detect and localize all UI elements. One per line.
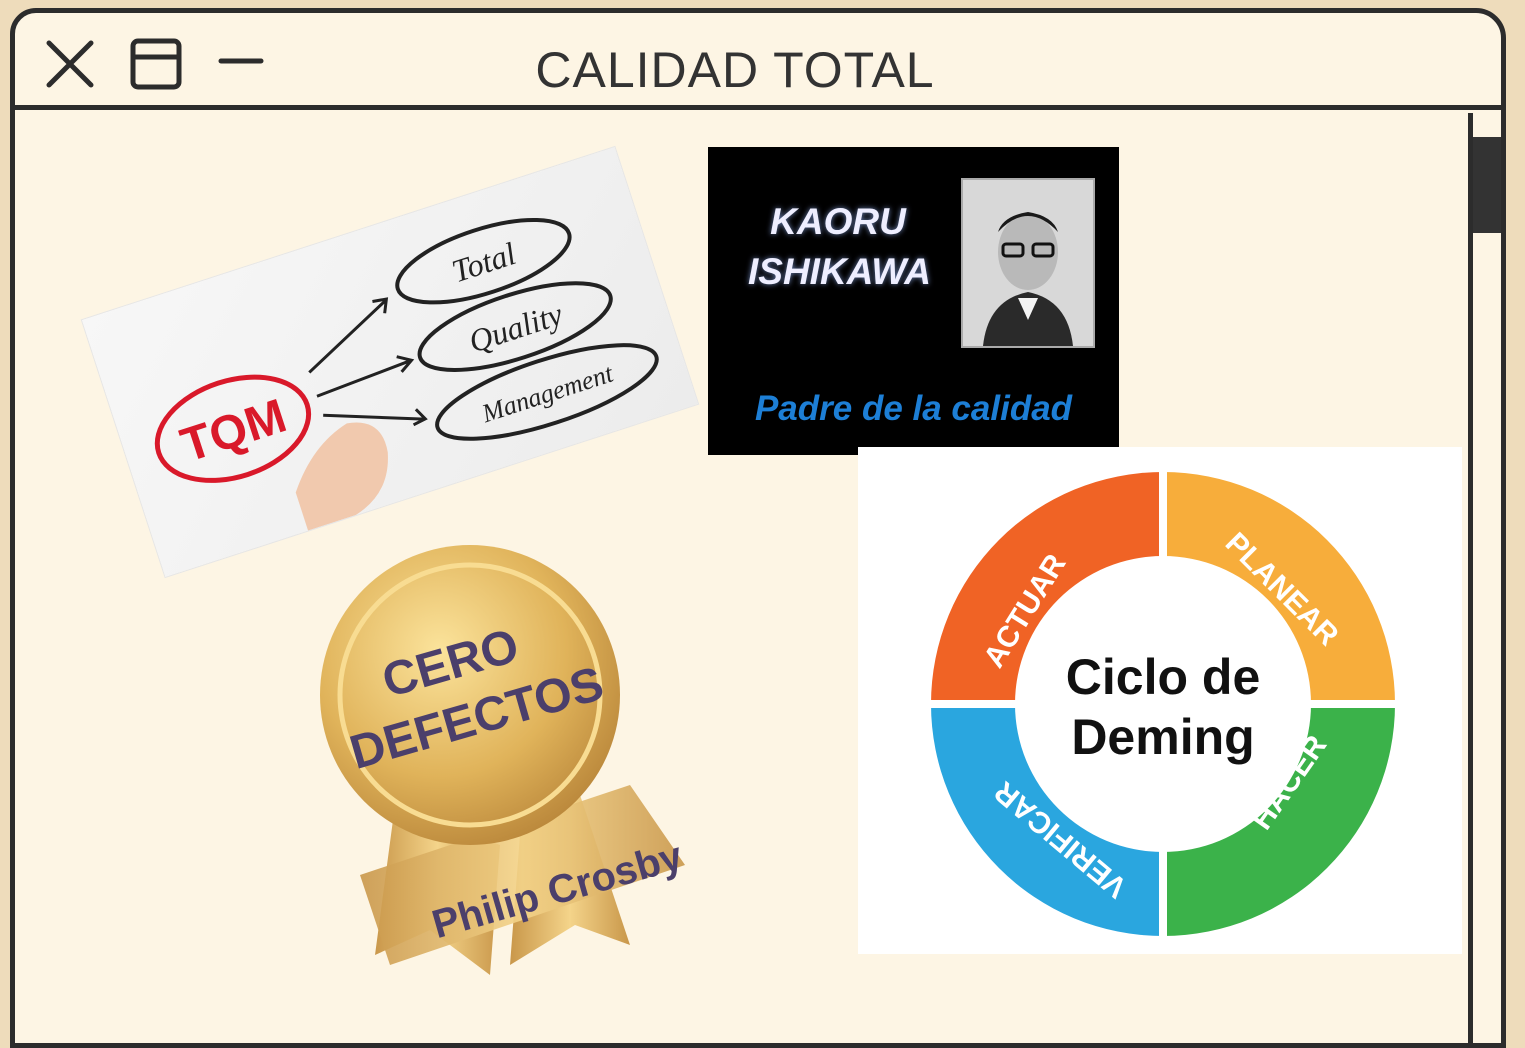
deming-center-line1: Ciclo de — [1066, 649, 1260, 705]
scrollbar-thumb[interactable] — [1473, 137, 1501, 233]
tqm-word-management: Management — [477, 358, 617, 428]
tqm-image: TQM Total Quality Management — [81, 147, 699, 577]
deming-segment-actuar — [931, 472, 1163, 704]
deming-segment-verificar — [931, 704, 1163, 936]
ishikawa-tagline: Padre de la calidad — [754, 389, 1073, 428]
window-title: CALIDAD TOTAL — [535, 42, 935, 98]
title-bar: CALIDAD TOTAL — [15, 13, 1501, 110]
deming-segment-planear — [1163, 472, 1395, 704]
ishikawa-first-name: KAORU — [770, 201, 906, 242]
tqm-word-total: Total — [447, 235, 520, 289]
ishikawa-portrait — [961, 178, 1095, 348]
zero-defects-medal: CERO DEFECTOS Philip Crosby — [300, 545, 700, 985]
deming-center-line2: Deming — [1071, 709, 1254, 765]
scrollbar-track[interactable] — [1468, 113, 1501, 1043]
minimize-icon[interactable] — [215, 37, 269, 91]
ishikawa-last-name: ISHIKAWA — [748, 251, 931, 292]
deming-cycle-diagram: PLANEAR HACER VERIFICAR ACTUAR Ciclo de … — [923, 464, 1403, 944]
medal-illustration: CERO DEFECTOS Philip Crosby — [320, 545, 688, 975]
deming-cycle-card: PLANEAR HACER VERIFICAR ACTUAR Ciclo de … — [858, 447, 1462, 954]
ishikawa-card: KAORU ISHIKAWA Padre de la calidad — [708, 147, 1119, 455]
close-icon[interactable] — [43, 37, 97, 91]
deming-segment-hacer — [1163, 704, 1395, 936]
window-icon[interactable] — [129, 37, 183, 91]
tqm-illustration: TQM Total Quality Management — [154, 217, 659, 531]
